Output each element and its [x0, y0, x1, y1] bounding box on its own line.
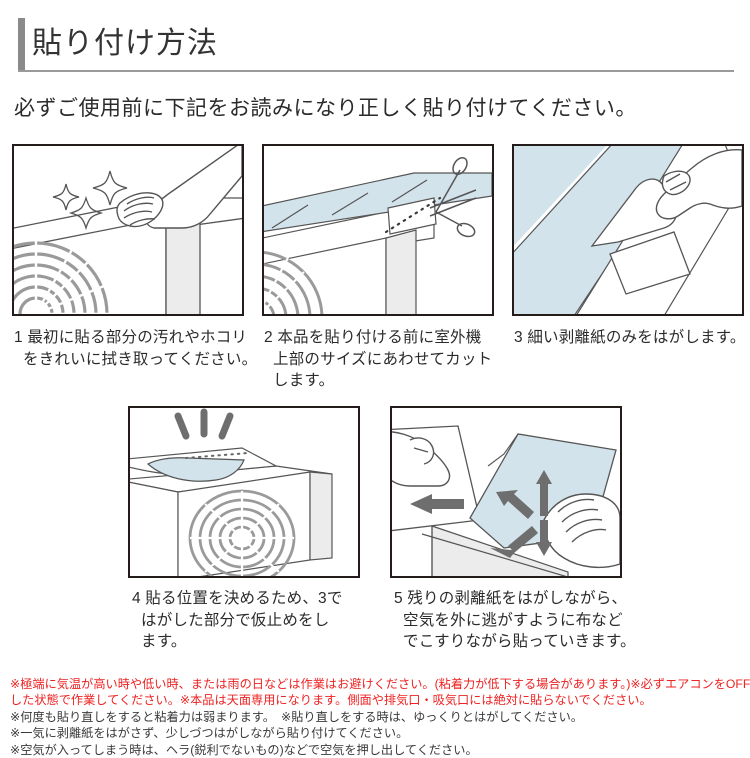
page-title: 貼り付け方法 [32, 27, 218, 60]
title-accent-bar [18, 18, 25, 70]
warning-notes: ※極端に気温が高い時や低い時、または雨の日などは作業はお避けください。(粘着力が… [10, 676, 750, 758]
step-2-illustration [262, 144, 494, 316]
note-line: した状態で作業してください。※本品は天面専用になります。側面や排気口・吸気口には… [10, 693, 652, 708]
protective-sheet [264, 172, 492, 232]
note-line: ※極端に気温が高い時や低い時、または雨の日などは作業はお避けください。(粘着力が… [10, 677, 750, 691]
air-escape-arrows-icon [410, 470, 552, 558]
hand-peeling-icon [655, 149, 742, 220]
page-header: 貼り付け方法 [0, 0, 750, 78]
fan-grille-icon [264, 250, 324, 314]
step-4-caption: 4 貼る位置を決めるため、3で はがした部分で仮止めをし ます。 [132, 590, 343, 650]
step-2-caption: 2 本品を貼り付ける前に室外機 上部のサイズにあわせてカット します。 [264, 329, 493, 389]
hand-rubbing-cloth-icon [543, 493, 620, 569]
step-3-caption: 3 細い剥離紙のみをはがします。 [514, 329, 746, 346]
hand-holding-icon [392, 431, 451, 487]
intro-text: 必ずご使用前に下記をお読みになり正しく貼り付けてください。 [14, 97, 637, 120]
scissors-icon [429, 156, 477, 238]
step-1-caption: 1 最初に貼る部分の汚れやホコリ をきれいに拭き取ってください。 [14, 329, 258, 368]
note-line: ※何度も貼り直しをすると粘着力は弱まります。 ※貼り直しをする時は、ゆっくりとは… [10, 709, 583, 724]
title-divider [18, 70, 734, 72]
step-3-illustration [512, 144, 744, 316]
step-5-caption: 5 残りの剥離紙をはがしながら、 空気を外に逃がすように布など でこすりながら貼… [394, 590, 636, 650]
step-1-illustration [12, 144, 244, 316]
motion-lines-icon [174, 408, 234, 440]
step-5-illustration [390, 406, 622, 578]
release-paper-strip [590, 178, 691, 295]
note-line: ※一気に剥離紙をはがさず、少しづつはがしながら貼り付けてください。 [10, 726, 409, 741]
hand-wiping-icon [116, 146, 242, 229]
fan-grille-icon [14, 238, 112, 314]
sparkle-icon [52, 170, 128, 231]
cut-dotted-line [185, 452, 249, 459]
step-4-illustration [128, 406, 360, 578]
fan-grille-icon [188, 489, 296, 576]
